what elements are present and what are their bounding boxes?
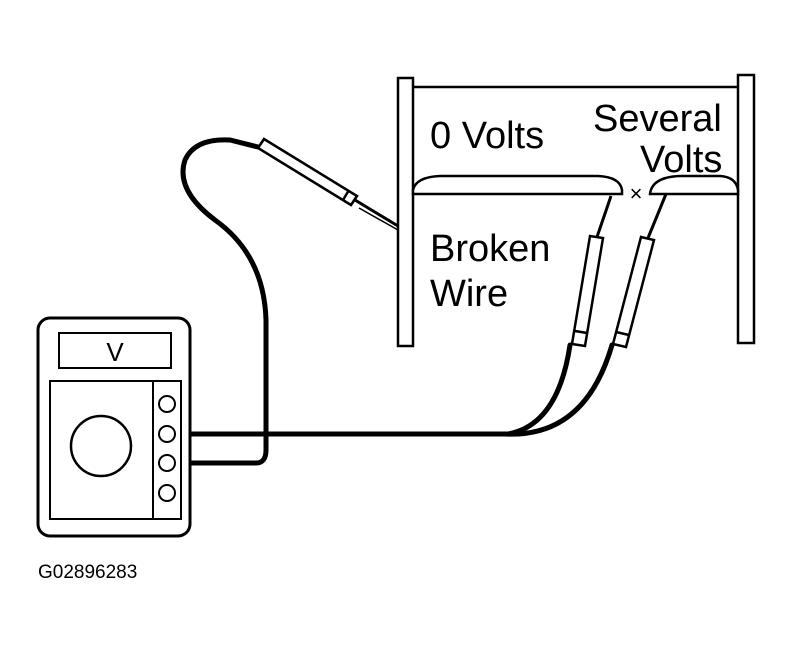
- meter-jack-4: [158, 484, 176, 502]
- ground-probe-band: [341, 189, 351, 201]
- circuit-frame: [396, 73, 756, 348]
- left-post: [396, 76, 415, 348]
- meter-jack-2: [158, 425, 176, 443]
- lead-ground-probe: [173, 137, 269, 466]
- lead-probe-a: [505, 342, 573, 437]
- right-post: [736, 73, 756, 345]
- probe-a-tip: [595, 195, 613, 238]
- ground-probe-tip: [354, 198, 399, 228]
- wire-segment-right: [648, 174, 740, 196]
- label-zero-volts: 0 Volts: [430, 115, 544, 157]
- probe-b: [611, 193, 668, 349]
- meter-display: [58, 332, 172, 369]
- wire-segment-left: [411, 174, 624, 196]
- multimeter: [36, 316, 192, 538]
- ground-probe-body: [256, 137, 359, 207]
- meter-dial: [69, 414, 133, 478]
- label-broken: Broken: [430, 228, 550, 270]
- break-mark: ×: [630, 181, 643, 206]
- meter-jack-1: [158, 395, 176, 413]
- label-wire: Wire: [430, 273, 508, 315]
- figure-id: G02896283: [38, 562, 137, 583]
- meter-jack-3: [158, 454, 176, 472]
- broken-wire: [411, 174, 740, 196]
- label-several: Several: [593, 98, 722, 140]
- probe-a-body: [570, 234, 605, 348]
- lead-probe-b: [502, 342, 615, 437]
- label-volts: Volts: [640, 139, 722, 181]
- ground-probe: [256, 137, 399, 231]
- probe-a-band: [574, 329, 588, 335]
- probe-b-tip: [646, 193, 668, 239]
- test-leads: [173, 137, 615, 466]
- probe-b-band: [615, 330, 630, 337]
- probe-a: [570, 195, 613, 348]
- probe-b-body: [611, 235, 656, 349]
- meter-display-label: V: [106, 337, 124, 367]
